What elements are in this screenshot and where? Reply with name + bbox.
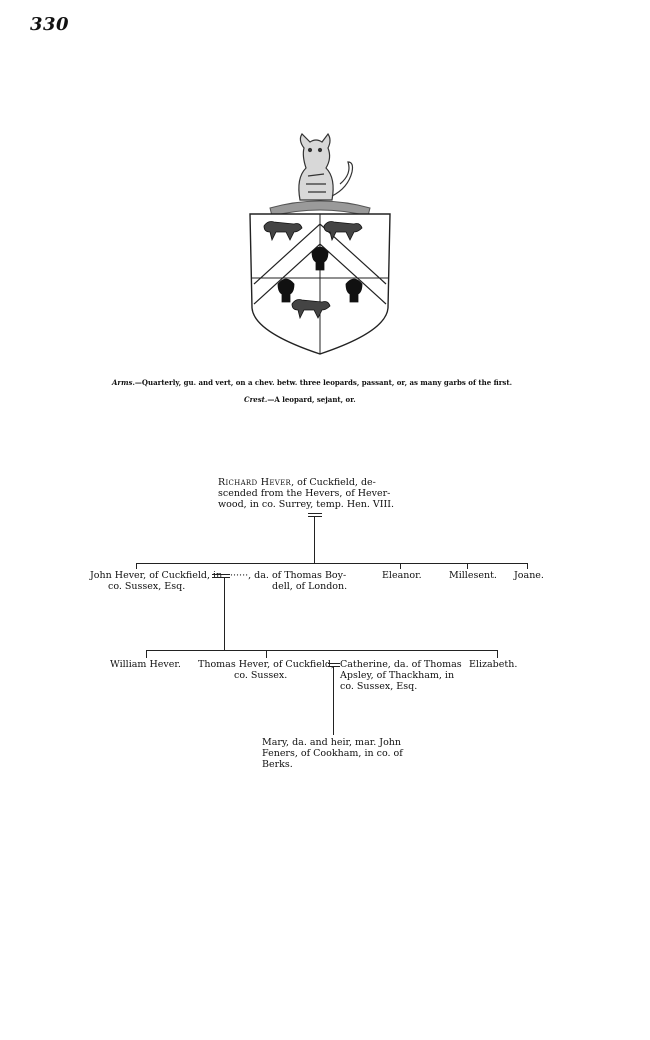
- marriage-mark: [328, 663, 340, 664]
- branch-tick: [400, 563, 401, 569]
- branch-tick: [497, 650, 498, 658]
- sibling-line: [146, 650, 498, 651]
- eleanor: Eleanor.: [382, 570, 422, 581]
- marriage-mark: [308, 513, 322, 514]
- william-hever: William Hever.: [110, 659, 181, 670]
- sibling-line: [136, 563, 527, 564]
- arms-caption: Arms.—Quarterly, gu. and vert, on a chev…: [112, 378, 513, 387]
- descent-line: [314, 517, 315, 563]
- branch-tick: [527, 563, 528, 569]
- branch-tick: [266, 650, 267, 658]
- garb-icon: [277, 246, 363, 303]
- page-number: 330: [30, 14, 70, 35]
- joane: Joane.: [514, 570, 544, 581]
- marriage-mark: [212, 574, 230, 575]
- descent-line: [333, 667, 334, 735]
- crest-caption: Crest.—A leopard, sejant, or.: [244, 395, 356, 404]
- thomas-hever: Thomas Hever, of Cuckfield, co. Sussex.: [198, 659, 334, 681]
- branch-tick: [146, 650, 147, 658]
- crest-leopard-icon: [298, 132, 354, 201]
- catherine-apsley: Catherine, da. of Thomas Apsley, of Thac…: [340, 659, 462, 692]
- marriage-mark: [328, 666, 340, 667]
- wife-of-john: ······, da. of Thomas Boy- dell, of Lond…: [230, 570, 348, 592]
- john-hever: John Hever, of Cuckfield, in co. Sussex,…: [90, 570, 223, 592]
- leopard-passant-icon: [263, 221, 363, 320]
- branch-tick: [136, 563, 137, 569]
- descent-line: [224, 578, 225, 650]
- branch-tick: [467, 563, 468, 569]
- progenitor-richard-hever: Richard Hever, of Cuckfield, de- scended…: [218, 477, 395, 510]
- coat-of-arms-illustration: [249, 132, 391, 355]
- elizabeth: Elizabeth.: [469, 659, 518, 670]
- marriage-mark: [308, 516, 322, 517]
- millesent: Millesent.: [449, 570, 497, 581]
- mary-hever: Mary, da. and heir, mar. John Feners, of…: [262, 737, 403, 770]
- marriage-mark: [212, 577, 230, 578]
